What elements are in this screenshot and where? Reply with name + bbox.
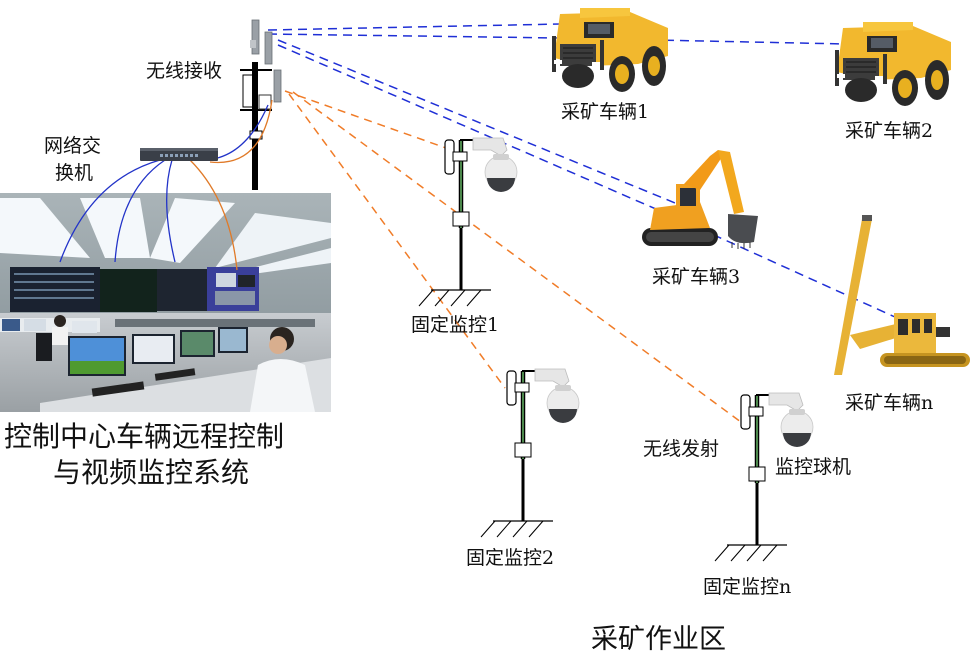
network-switch-icon xyxy=(140,148,218,161)
excavator-icon xyxy=(642,150,758,249)
dome-camera-label: 监控球机 xyxy=(775,456,852,478)
switch-cables xyxy=(59,99,273,271)
vehicle-3-label: 采矿车辆3 xyxy=(652,266,741,288)
mining-zone-title: 采矿作业区 xyxy=(591,624,726,655)
network-switch-label-line1: 网络交 xyxy=(44,135,102,157)
fixed-monitor-2-pole xyxy=(479,367,581,539)
vehicle-n-label: 采矿车辆n xyxy=(845,392,934,414)
dump-truck-2-icon xyxy=(835,22,951,106)
fixed-monitor-1-label: 固定监控1 xyxy=(411,314,500,336)
control-room-photo xyxy=(0,193,331,412)
wireless-transmitter-label: 无线发射 xyxy=(643,438,720,460)
control-center-caption-line2: 与视频监控系统 xyxy=(53,456,250,489)
dump-truck-1-icon xyxy=(552,8,668,92)
drill-rig-icon xyxy=(834,215,970,375)
camera-wireless-links xyxy=(284,90,746,426)
vehicle-1-label: 采矿车辆1 xyxy=(561,101,650,123)
network-switch-label-line2: 换机 xyxy=(55,162,94,184)
vehicle-2-label: 采矿车辆2 xyxy=(845,120,934,142)
wireless-receiver-label: 无线接收 xyxy=(146,60,223,82)
fixed-monitor-2-label: 固定监控2 xyxy=(466,547,555,569)
fixed-monitor-n-label: 固定监控n xyxy=(703,576,792,598)
fixed-monitor-1-pole xyxy=(417,136,519,308)
antenna-tower-icon xyxy=(240,19,282,190)
control-center-caption-line1: 控制中心车辆远程控制 xyxy=(4,420,285,453)
